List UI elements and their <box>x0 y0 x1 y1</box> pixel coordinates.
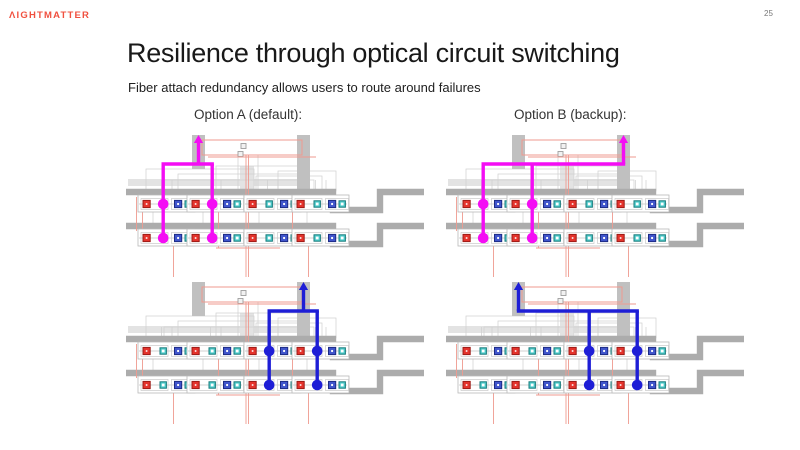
node-cluster-r1c1 <box>137 341 196 360</box>
route-attach-dot <box>583 379 595 391</box>
spine-switch-box <box>521 139 623 157</box>
node-cluster-r1c2 <box>506 341 565 360</box>
leaf-rails <box>126 188 424 248</box>
leaf-rails <box>446 188 744 248</box>
node-cluster-r2c4 <box>611 228 670 247</box>
lightmatter-logo: ΛIGHTMATTER <box>9 10 91 21</box>
page-number: 25 <box>764 9 773 18</box>
node-cluster-r1c2 <box>186 341 245 360</box>
red-fiber-wires <box>136 302 343 424</box>
node-cluster-r2c4 <box>291 228 350 247</box>
route-attach-dot <box>526 232 538 244</box>
spine-switch-box <box>201 139 303 157</box>
route-attach-dot <box>631 379 643 391</box>
route-attach-dot <box>263 345 275 357</box>
node-cluster-r1c1 <box>457 341 516 360</box>
node-cluster-r1c4 <box>611 194 670 213</box>
spine-switch-box <box>201 286 303 304</box>
red-fiber-wires <box>456 155 663 277</box>
route-attach-dot <box>206 198 218 210</box>
wiring-web <box>128 302 337 376</box>
route-attach-dot <box>477 232 489 244</box>
diagram-option-a-blue-route <box>126 280 424 428</box>
highlight-route <box>157 135 218 244</box>
route-attach-dot <box>583 345 595 357</box>
red-fiber-wires <box>136 155 343 277</box>
route-attach-dot <box>206 232 218 244</box>
uplink-block-right <box>297 135 310 192</box>
red-fiber-wires <box>456 302 663 424</box>
node-cluster-r2c2 <box>186 375 245 394</box>
node-cluster-r2c1 <box>457 375 516 394</box>
slide-subtitle: Fiber attach redundancy allows users to … <box>128 80 481 95</box>
arrow-up-icon <box>618 135 629 143</box>
route-attach-dot <box>311 345 323 357</box>
leaf-rails <box>126 335 424 395</box>
route-attach-dot <box>477 198 489 210</box>
slide-title: Resilience through optical circuit switc… <box>127 38 620 68</box>
route-attach-dot <box>311 379 323 391</box>
option-b-label: Option B (backup): <box>514 107 627 122</box>
arrow-up-icon <box>193 135 204 143</box>
leaf-rails <box>446 335 744 395</box>
arrow-up-icon <box>298 282 309 290</box>
diagram-option-a-magenta-route <box>126 133 424 281</box>
diagram-option-b-magenta-route <box>446 133 744 281</box>
diagram-option-b-blue-route <box>446 280 744 428</box>
highlight-route <box>513 282 643 391</box>
node-cluster-r2c1 <box>137 375 196 394</box>
node-cluster-r1c4 <box>291 194 350 213</box>
route-attach-dot <box>631 345 643 357</box>
node-cluster-r2c2 <box>506 375 565 394</box>
arrow-up-icon <box>513 282 524 290</box>
option-a-label: Option A (default): <box>194 107 303 122</box>
spine-switch-box <box>521 286 623 304</box>
route-attach-dot <box>263 379 275 391</box>
route-attach-dot <box>157 232 169 244</box>
route-attach-dot <box>157 198 169 210</box>
route-attach-dot <box>526 198 538 210</box>
highlight-route <box>263 282 323 391</box>
highlight-route <box>477 135 629 244</box>
